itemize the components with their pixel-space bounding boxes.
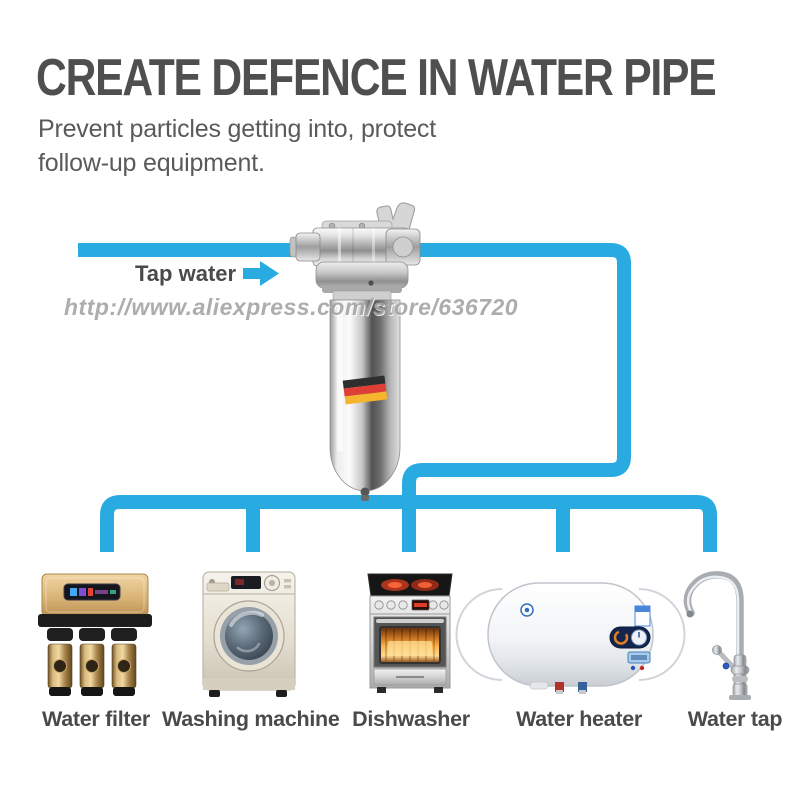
range-knob: [428, 600, 438, 610]
label-dishwasher: Dishwasher: [352, 707, 470, 731]
label-washing-machine: Washing machine: [162, 707, 340, 731]
range-cooktop: [367, 573, 453, 597]
range-knob: [374, 600, 384, 610]
ro-cartridge: [111, 628, 137, 696]
washer-glass-highlight: [229, 610, 264, 627]
washer-button: [284, 579, 291, 583]
subtitle-line-2: follow-up equipment.: [38, 149, 265, 177]
subtitle-line-1: Prevent particles getting into, protect: [38, 115, 436, 143]
heater-stub-tip: [556, 690, 563, 694]
head-highlight: [338, 228, 341, 266]
watermark-url: http://www.aliexpress.com/store/636720: [64, 294, 519, 320]
inlet-nut: [295, 232, 321, 262]
heater-logo-dot: [524, 607, 530, 613]
tap-collar: [730, 665, 750, 675]
tap-handle-knob: [712, 645, 722, 655]
washer-dispenser: [206, 582, 230, 592]
sump-drain-nipple: [360, 487, 370, 497]
head-highlight: [372, 228, 375, 266]
range-knob: [386, 600, 396, 610]
tap-base: [732, 683, 748, 697]
heater-indicator-blue: [630, 665, 636, 671]
appliance-washing-machine: [202, 571, 296, 697]
washer-knob-center: [269, 580, 275, 586]
collar-port-dot: [368, 280, 374, 286]
flag-stripe-black: [342, 375, 386, 389]
pipe-main-loop: [78, 243, 631, 552]
range-knob: [439, 600, 449, 610]
outlet-nut-face: [392, 236, 414, 258]
page-title: CREATE DEFENCE IN WATER PIPE: [36, 49, 717, 107]
burner-glow-core: [418, 582, 432, 588]
appliance-water-tap: [683, 571, 751, 700]
oven-glow-core: [388, 641, 432, 656]
heater-temp-ring: [613, 630, 629, 645]
ro-display-light: [88, 588, 93, 596]
ro-display-light: [70, 588, 77, 596]
ro-cartridge: [79, 628, 105, 696]
tap-collar2: [732, 676, 748, 682]
pipe-tee-drops: [246, 500, 570, 552]
head-seam: [352, 228, 354, 266]
washer-glass-highlight: [236, 642, 261, 653]
flag-stripe-red: [343, 383, 387, 397]
prefilter-unit: [289, 202, 421, 501]
appliance-water-heater: [455, 582, 686, 694]
filter-collar: [315, 261, 409, 289]
pipe-network: [78, 243, 717, 552]
burner-glow-core: [388, 582, 402, 588]
ro-box-bevel: [45, 577, 145, 613]
tap-spout-tip: [686, 610, 694, 618]
tap-blue-dot: [722, 662, 730, 670]
washer-door-glass: [225, 612, 273, 660]
appliance-water-filter: [38, 573, 152, 696]
washer-button: [284, 585, 291, 589]
heater-end-rim: [455, 588, 503, 681]
heater-display-digits: [631, 655, 647, 660]
ro-manifold: [38, 614, 152, 627]
sump-drain-tip: [361, 495, 369, 501]
flag-stripe-gold: [344, 391, 388, 405]
heater-indicator-red: [639, 665, 645, 671]
label-water-filter: Water filter: [42, 707, 150, 731]
ro-display-light: [110, 590, 116, 594]
tap-base-plate: [729, 695, 751, 700]
ro-display-light: [79, 588, 86, 596]
appliance-dishwasher: [367, 573, 453, 693]
pipe-distribution: [100, 495, 717, 552]
washer-foot: [209, 690, 220, 697]
tap-handle-lever: [716, 649, 736, 670]
ro-cartridge: [47, 628, 73, 696]
flow-arrow-icon: [243, 261, 279, 286]
range-knob: [398, 600, 408, 610]
heater-bracket: [529, 681, 549, 690]
label-water-heater: Water heater: [516, 707, 642, 731]
tap-gooseneck-highlight: [686, 575, 740, 658]
heater-hot-stub: [555, 682, 564, 692]
washer-display-segment: [235, 579, 244, 585]
washer-kick-plate: [203, 678, 295, 690]
german-flag-badge: [342, 375, 388, 405]
page-subtitle: Prevent particles getting into, protect …: [38, 112, 436, 180]
washer-foot: [276, 690, 287, 697]
label-water-tap: Water tap: [687, 707, 783, 731]
tap-water-label: Tap water: [135, 261, 237, 286]
tap-gooseneck: [683, 571, 744, 662]
heater-end-rim: [638, 588, 686, 681]
heater-cold-stub: [578, 682, 587, 692]
oven-handle: [376, 619, 444, 623]
range-foot: [377, 687, 386, 693]
range-display-digits: [414, 603, 427, 607]
sump-highlight: [337, 302, 343, 452]
ro-display-light: [95, 590, 108, 594]
range-foot: [434, 687, 443, 693]
heater-stub-tip: [579, 690, 586, 694]
heater-sticker-header: [635, 606, 650, 612]
